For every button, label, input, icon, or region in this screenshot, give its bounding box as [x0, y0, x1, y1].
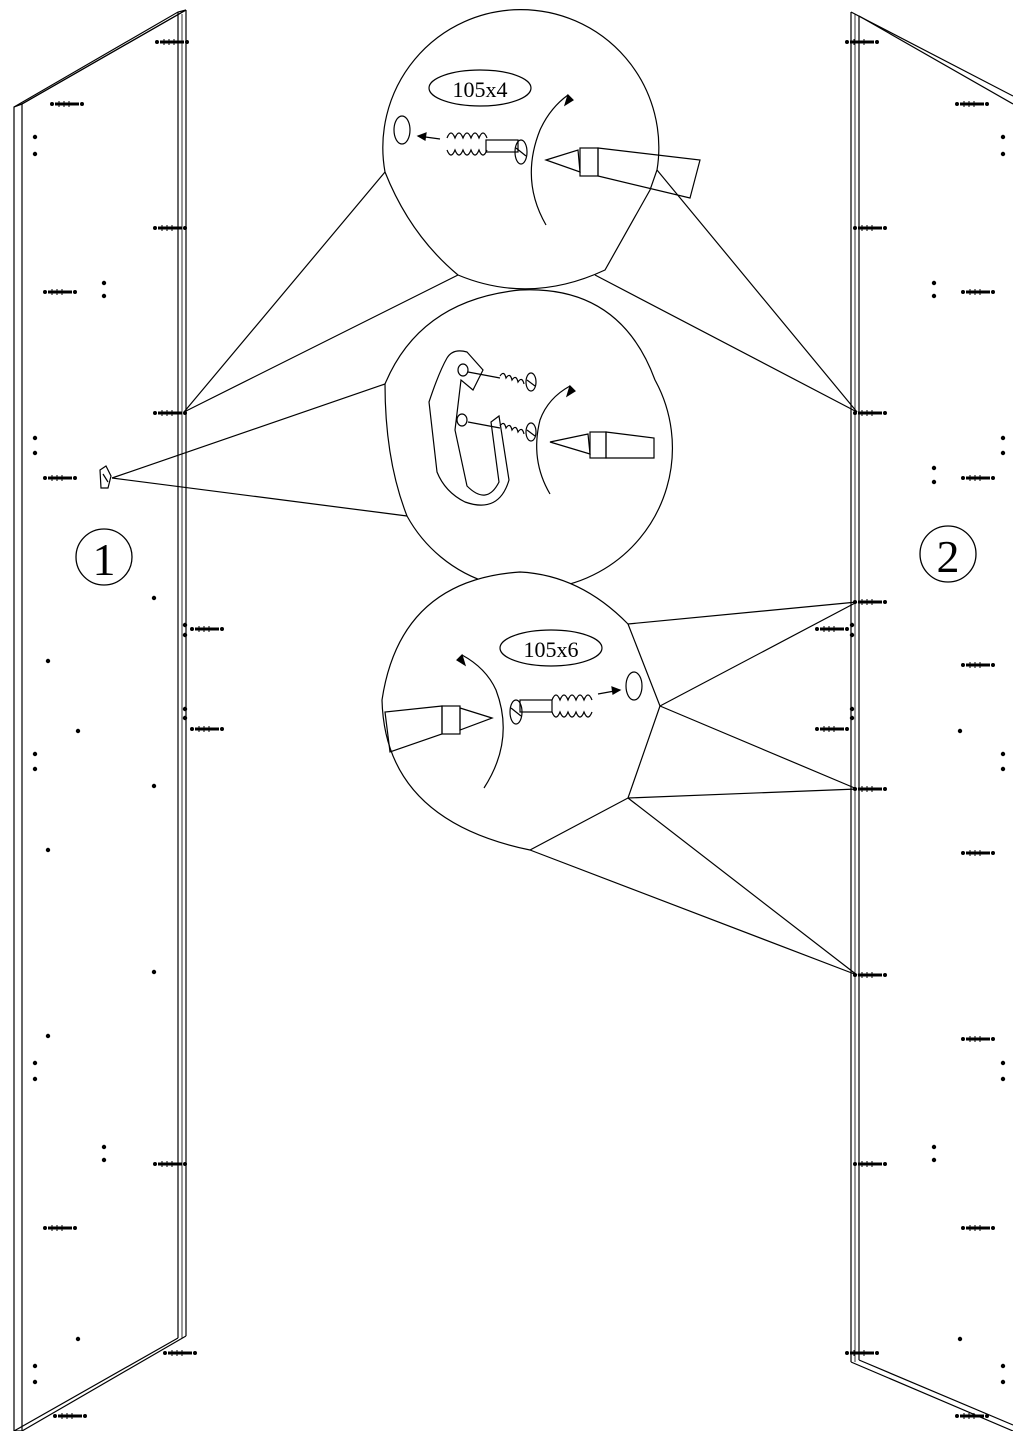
dowel-pin	[959, 660, 997, 670]
panel-1	[13, 9, 226, 1432]
panel-number-2-label: 2	[937, 531, 960, 582]
dowel-pin	[843, 37, 881, 47]
dowel-pin	[851, 784, 889, 794]
dowel-pin	[959, 287, 997, 297]
cam-screw	[446, 132, 528, 165]
quantity-label-oval	[428, 69, 532, 107]
dowel-pin	[161, 1348, 199, 1358]
rotation-arrow	[536, 385, 571, 495]
dowel-pin	[843, 1348, 881, 1358]
rotation-arrow	[530, 94, 569, 226]
dowel-pin	[48, 99, 86, 109]
dowel-pin	[813, 624, 851, 634]
dowel-pin	[851, 223, 889, 233]
dowel-pin	[851, 1159, 889, 1169]
callout-hook	[111, 289, 674, 590]
dowel-pin	[959, 473, 997, 483]
dowel-pin	[813, 724, 851, 734]
dowel-pin	[188, 624, 226, 634]
quantity-label-bottom: 105x6	[524, 637, 579, 662]
drill-hole	[393, 115, 411, 145]
screwdriver	[549, 431, 655, 459]
dowel-pin	[959, 1223, 997, 1233]
wood-screw	[467, 421, 537, 442]
callout-top: 105x4	[183, 9, 858, 413]
quantity-label-top: 105x4	[453, 77, 508, 102]
dowel-pin	[959, 1034, 997, 1044]
panel-number-1-label: 1	[93, 534, 116, 585]
hanger-hook-bracket	[428, 350, 510, 506]
dowel-pin	[959, 848, 997, 858]
dowel-pin	[41, 1223, 79, 1233]
dowel-pin	[51, 1411, 89, 1421]
dowel-pin	[953, 99, 991, 109]
panel-number-2: 2	[919, 525, 977, 583]
hanger-hook-part	[99, 465, 112, 489]
dowel-pin	[188, 724, 226, 734]
dowel-pin	[851, 597, 889, 607]
dowel-pin	[851, 408, 889, 418]
dowel-pin	[153, 37, 191, 47]
drill-hole	[625, 671, 643, 701]
callout-bottom: 105x6	[381, 571, 858, 976]
wood-screw	[467, 371, 537, 392]
dowel-pin	[41, 473, 79, 483]
dowel-pin	[851, 970, 889, 980]
screwdriver	[544, 147, 701, 199]
quantity-label-oval	[499, 629, 603, 667]
panel-2	[813, 11, 1013, 1432]
screwdriver	[384, 705, 494, 753]
rotation-arrow	[461, 654, 504, 789]
panel-number-1: 1	[75, 528, 133, 586]
cam-screw	[509, 694, 593, 725]
dowel-pin	[41, 287, 79, 297]
